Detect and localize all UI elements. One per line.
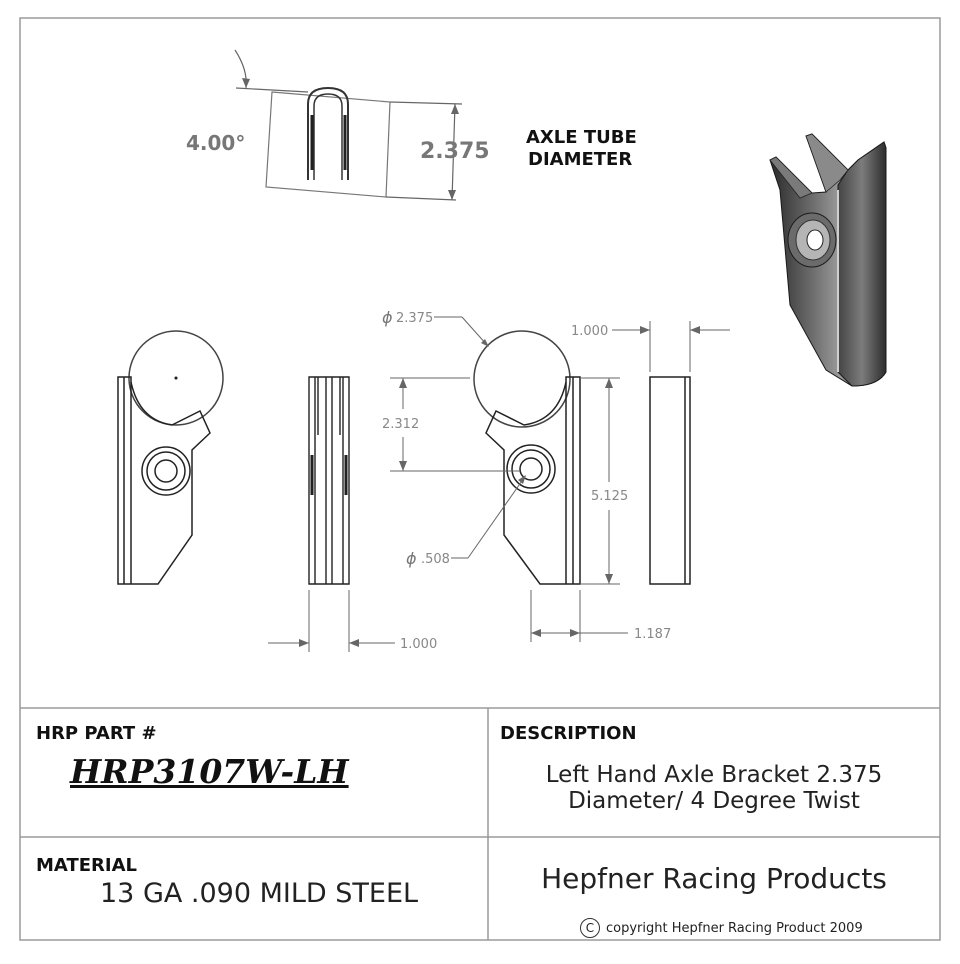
tube-diameter-label: 2.375 [396,311,433,326]
description-line-2: Diameter/ 4 Degree Twist [568,788,860,814]
description-text: Left Hand Axle Bracket 2.375 Diameter/ 4… [490,762,938,814]
bracket-3d-render [769,133,887,387]
right-side-dimensions [390,316,628,642]
part-number: HRP3107W-LH [70,752,349,791]
tube-center-offset-label: 2.312 [382,417,419,432]
material-value: 13 GA .090 MILD STEEL [100,878,419,909]
tube-diameter-symbol: ϕ [382,308,393,327]
part-number-label: HRP PART # [36,723,157,744]
base-width-label: 1.187 [634,627,671,642]
description-line-1: Left Hand Axle Bracket 2.375 [545,762,883,788]
front-width-label: 1.000 [400,637,437,652]
description-label: DESCRIPTION [500,723,637,744]
axle-tube-caption-2: DIAMETER [528,149,632,170]
copyright-text: copyright Hepfner Racing Product 2009 [606,921,863,936]
view-right-side [473,330,581,585]
side-width-label: 1.000 [571,324,608,339]
top-height-label: 2.375 [420,139,490,164]
hole-diameter-symbol: ϕ [406,549,417,568]
overall-height-label: 5.125 [591,489,628,504]
view-front [268,376,395,652]
view-left-side [117,330,224,585]
axle-tube-caption-1: AXLE TUBE [526,127,637,148]
sheet-border [19,17,941,941]
edge-dimensions [612,321,730,372]
top-view-twist [234,49,463,201]
copyright-icon: C [580,918,600,938]
view-edge [649,376,691,585]
hole-diameter-label: .508 [421,552,450,567]
company-name: Hepfner Racing Products [541,862,887,895]
twist-angle-label: 4.00° [186,131,245,155]
material-label: MATERIAL [36,855,137,876]
